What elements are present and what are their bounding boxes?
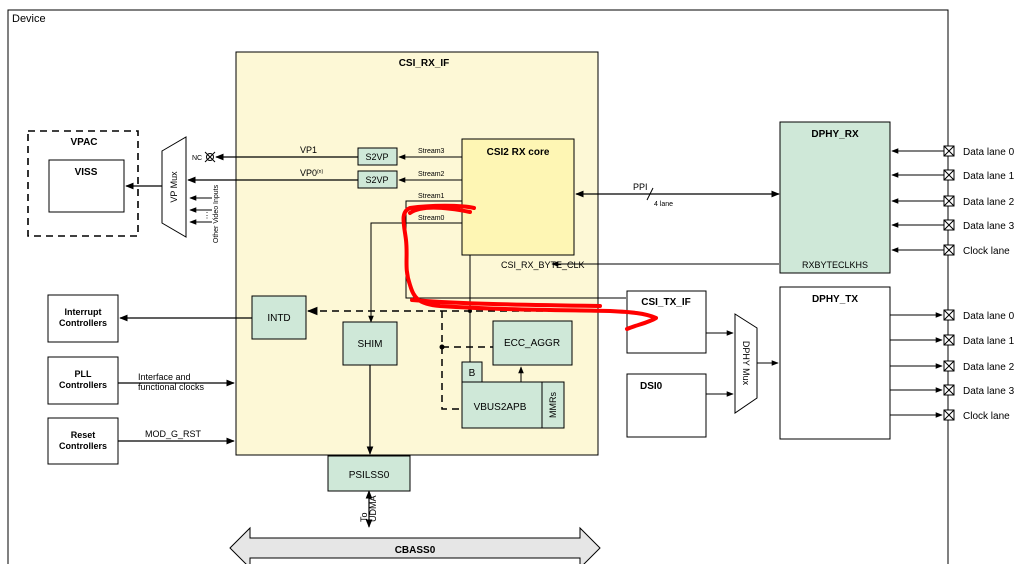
stream2-label: Stream2 bbox=[418, 171, 445, 178]
vpac-block bbox=[27, 130, 139, 237]
mod-g-rst-label: MOD_G_RST bbox=[145, 429, 202, 439]
ecc-aggr-block bbox=[492, 320, 573, 366]
intd-title: INTD bbox=[267, 313, 290, 324]
rx-clock-lane: Clock lane bbox=[891, 244, 1010, 257]
tx-lane-3: Data lane 3 bbox=[890, 384, 1015, 397]
device-label: Device bbox=[12, 13, 46, 25]
dashed-vbus-branch bbox=[441, 311, 462, 410]
ppi-label: PPI bbox=[633, 182, 648, 192]
viss-title: VISS bbox=[75, 167, 98, 178]
cbass0-bus bbox=[229, 526, 601, 564]
nc-cross-b bbox=[204, 151, 216, 163]
rx-lane-1-label: Data lane 1 bbox=[963, 171, 1015, 182]
psilss0-block bbox=[327, 455, 411, 492]
csi2-rx-core-block bbox=[461, 138, 575, 256]
bus-junction-dot bbox=[468, 309, 472, 313]
rx-lane-0: Data lane 0 bbox=[891, 145, 1015, 158]
csi-tx-if-block bbox=[626, 290, 707, 354]
rx-lane-2-label: Data lane 2 bbox=[963, 197, 1015, 208]
psilss0-title: PSILSS0 bbox=[349, 470, 390, 481]
tx-lane-3-label: Data lane 3 bbox=[963, 386, 1015, 397]
mmrs-title: MMRs bbox=[548, 392, 558, 418]
stream3-label: Stream3 bbox=[418, 148, 445, 155]
other-input-dots: ⋮ bbox=[203, 211, 211, 220]
csi-rx-if-title: CSI_RX_IF bbox=[399, 58, 450, 69]
s2vp-label-2: S2VP bbox=[365, 175, 388, 185]
pll-controllers-block bbox=[47, 356, 119, 405]
viss-block bbox=[48, 159, 125, 213]
other-video-inputs-label: Other Video Inputs bbox=[213, 184, 220, 243]
stream0-line bbox=[368, 222, 462, 323]
dphy-mux bbox=[734, 313, 758, 414]
tx-lane-1-label: Data lane 1 bbox=[963, 336, 1015, 347]
ppi-slash bbox=[646, 187, 654, 201]
dphy-rx-title: DPHY_RX bbox=[811, 129, 859, 140]
dsi0-block bbox=[626, 373, 707, 438]
vp-mux bbox=[161, 136, 187, 238]
dphy-tx-block bbox=[779, 286, 891, 440]
vp-mux-label: VP Mux bbox=[169, 171, 179, 203]
shim-block bbox=[342, 321, 398, 366]
tx-clock-lane: Clock lane bbox=[890, 409, 1010, 422]
cbass0-label: CBASS0 bbox=[395, 545, 436, 556]
rxbyteclkhs-label: RXBYTECLKHS bbox=[802, 260, 868, 270]
tx-lane-2-label: Data lane 2 bbox=[963, 362, 1015, 373]
tx-lane-0-label: Data lane 0 bbox=[963, 311, 1015, 322]
vp1-label: VP1 bbox=[300, 145, 317, 155]
b-title: B bbox=[469, 368, 476, 379]
ecc-aggr-title: ECC_AGGR bbox=[504, 338, 560, 349]
rx-lane-1: Data lane 1 bbox=[891, 169, 1015, 182]
tx-lane-1: Data lane 1 bbox=[890, 334, 1015, 347]
csi-tx-if-title: CSI_TX_IF bbox=[641, 297, 690, 308]
nc-label: NC bbox=[192, 155, 202, 162]
dashed-junction-dot bbox=[439, 344, 445, 350]
dphy-rx-block bbox=[779, 121, 891, 274]
rx-lane-3: Data lane 3 bbox=[891, 219, 1015, 232]
four-lane-label: 4 lane bbox=[654, 201, 673, 208]
stream1-label: Stream1 bbox=[418, 193, 445, 200]
red-annotation-stroke bbox=[401, 203, 658, 331]
tx-clock-lane-label: Clock lane bbox=[963, 411, 1010, 422]
rx-clock-lane-label: Clock lane bbox=[963, 246, 1010, 257]
s2vp-block-1 bbox=[357, 147, 398, 166]
mmrs-block bbox=[541, 381, 565, 429]
s2vp-label-1: S2VP bbox=[365, 152, 388, 162]
dphy-mux-label: DPHY Mux bbox=[741, 341, 751, 386]
device-frame bbox=[7, 9, 949, 564]
to-udma-label: ToUDMA bbox=[359, 496, 378, 523]
vbus2apb-block bbox=[461, 381, 545, 429]
vbus2apb-title: VBUS2APB bbox=[474, 402, 527, 413]
dphy-tx-title: DPHY_TX bbox=[812, 294, 858, 305]
rx-lane-3-label: Data lane 3 bbox=[963, 221, 1015, 232]
tx-lane-2: Data lane 2 bbox=[890, 360, 1015, 373]
rx-lane-0-label: Data lane 0 bbox=[963, 147, 1015, 158]
tx-lane-0: Data lane 0 bbox=[890, 309, 1015, 322]
s2vp-block-2 bbox=[357, 170, 398, 189]
csi2-rx-core-title: CSI2 RX core bbox=[487, 147, 550, 158]
vp0-label: VP0(n) bbox=[300, 168, 323, 178]
stream0-label: Stream0 bbox=[418, 215, 445, 222]
vpac-title: VPAC bbox=[70, 137, 97, 148]
shim-title: SHIM bbox=[358, 339, 383, 350]
csi-rx-byte-clk-label: CSI_RX_BYTE_CLK bbox=[501, 260, 585, 270]
interrupt-controllers-block bbox=[47, 294, 119, 343]
rx-lane-2: Data lane 2 bbox=[891, 195, 1015, 208]
dsi0-title: DSI0 bbox=[640, 381, 663, 392]
